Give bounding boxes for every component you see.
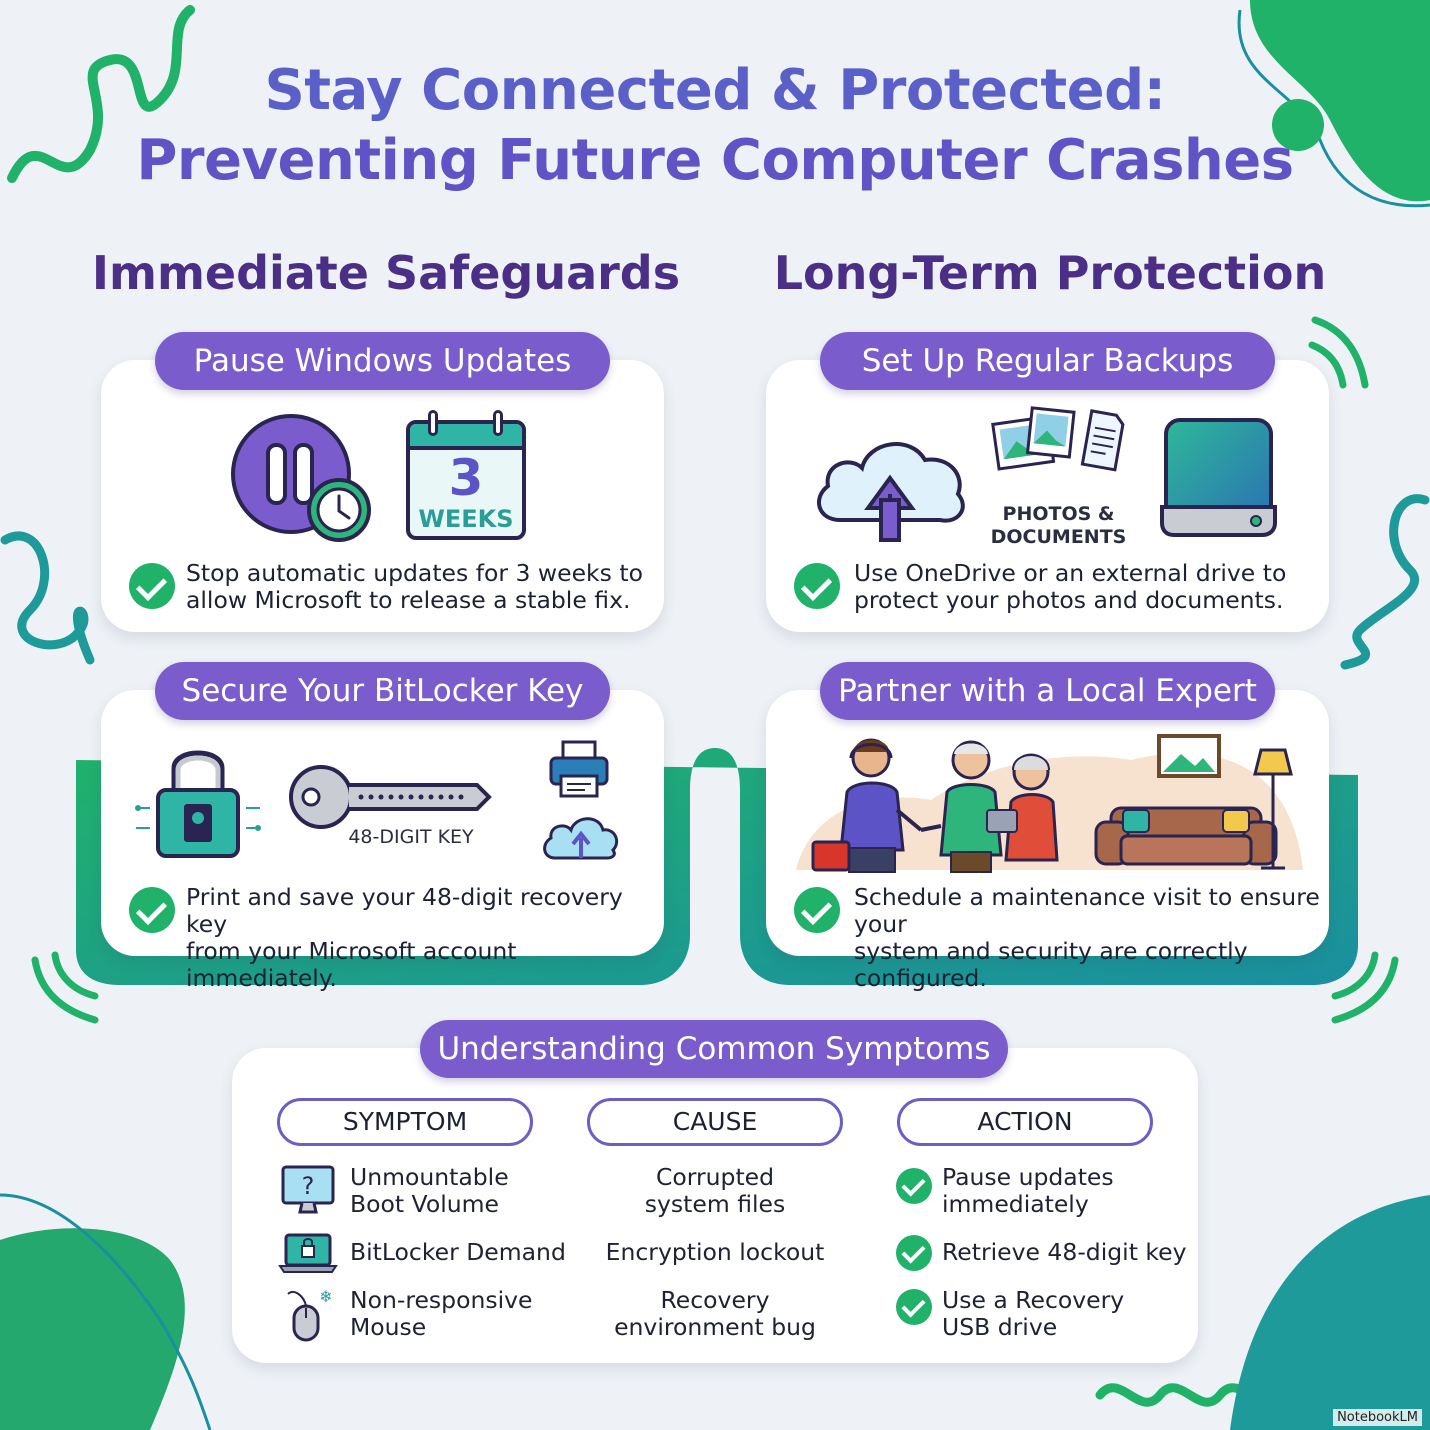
monitor-question-icon: ? — [281, 1165, 335, 1214]
printer-cloud-icon — [543, 740, 619, 860]
svg-text:?: ? — [302, 1172, 315, 1200]
check-icon — [896, 1168, 932, 1204]
card-backups: PHOTOS & DOCUMENTS Use OneDrive or an ex… — [766, 360, 1329, 632]
pill-pause-updates: Pause Windows Updates — [155, 332, 610, 390]
card-pause-updates: 3 WEEKS Stop automatic updates for 3 wee… — [101, 360, 664, 632]
backups-text-1: Use OneDrive or an external drive to — [854, 559, 1287, 587]
table-row: Unmountable Boot Volume — [350, 1163, 509, 1218]
check-icon — [129, 887, 175, 933]
external-drive-icon — [1160, 418, 1277, 537]
expert-text-2: system and security are correctly config… — [854, 937, 1248, 992]
padlock-icon — [135, 750, 261, 858]
calendar-unit: WEEKS — [418, 505, 514, 533]
pause-updates-text-2: allow Microsoft to release a stable fix. — [186, 586, 631, 614]
key-icon — [289, 765, 492, 829]
column-header-cause: CAUSE — [587, 1098, 843, 1146]
card-symptoms: SYMPTOM CAUSE ACTION ? Unmountable Boot … — [232, 1048, 1198, 1363]
pause-updates-text-1: Stop automatic updates for 3 weeks to — [186, 559, 643, 587]
left-section-heading: Immediate Safeguards — [91, 246, 681, 300]
card-expert: Schedule a maintenance visit to ensure y… — [766, 690, 1329, 992]
pill-bitlocker: Secure Your BitLocker Key — [155, 662, 610, 720]
pause-icon — [231, 414, 371, 542]
laptop-lock-icon — [278, 1233, 338, 1273]
check-icon — [896, 1235, 932, 1271]
pill-symptoms: Understanding Common Symptoms — [420, 1020, 1008, 1078]
mouse-icon: ❄ — [287, 1287, 333, 1342]
check-icon — [129, 563, 175, 609]
expert-text-1: Schedule a maintenance visit to ensure y… — [854, 883, 1320, 938]
column-header-symptom: SYMPTOM — [277, 1098, 533, 1146]
right-section-heading: Long-Term Protection — [773, 246, 1327, 300]
brand-label: NotebookLM — [1333, 1409, 1422, 1426]
expert-visit-illustration — [796, 734, 1303, 873]
bitlocker-text-1: Print and save your 48-digit recovery ke… — [186, 883, 623, 938]
check-icon — [794, 563, 840, 609]
pill-backups: Set Up Regular Backups — [820, 332, 1275, 390]
pill-expert: Partner with a Local Expert — [820, 662, 1275, 720]
column-header-action: ACTION — [897, 1098, 1153, 1146]
page-title-line2: Preventing Future Computer Crashes — [136, 128, 1294, 193]
calendar-icon: 3 WEEKS — [406, 420, 526, 540]
photos-label-2: DOCUMENTS — [990, 526, 1127, 548]
card-bitlocker: 48-DIGIT KEY Print and save your 48-digi… — [101, 690, 664, 992]
key-label: 48-DIGIT KEY — [348, 826, 474, 848]
calendar-number: 3 — [448, 449, 484, 507]
cloud-upload-icon — [817, 442, 965, 542]
page-title-line1: Stay Connected & Protected: — [264, 58, 1166, 123]
backups-text-2: protect your photos and documents. — [854, 586, 1284, 614]
svg-text:❄: ❄ — [319, 1287, 332, 1306]
photos-documents-icon — [991, 406, 1125, 472]
check-icon — [896, 1289, 932, 1325]
bitlocker-text-2: from your Microsoft account immediately. — [186, 937, 517, 992]
check-icon — [794, 887, 840, 933]
photos-label-1: PHOTOS & — [1002, 503, 1115, 525]
